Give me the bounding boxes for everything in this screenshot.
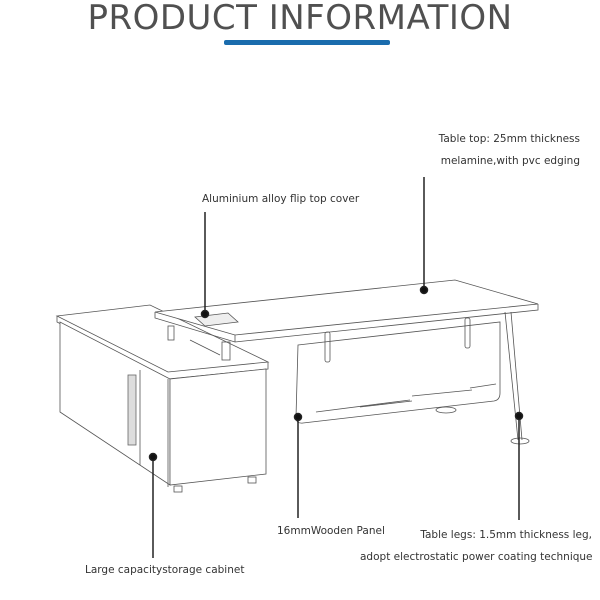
- callout-table-legs-line2: adopt electrostatic power coating techni…: [360, 551, 593, 563]
- title-underline: [224, 40, 390, 45]
- callout-wooden-panel: 16mmWooden Panel: [277, 525, 385, 537]
- callout-cabinet: Large capacitystorage cabinet: [85, 564, 245, 576]
- page-title: PRODUCT INFORMATION: [87, 0, 513, 38]
- callout-table-legs: Table legs: 1.5mm thickness leg, adopt e…: [360, 524, 593, 568]
- callout-table-legs-line1: Table legs: 1.5mm thickness leg,: [420, 529, 592, 541]
- callout-table-top-line1: Table top: 25mm thickness: [438, 133, 580, 145]
- callout-table-top: Table top: 25mm thickness melamine,with …: [410, 128, 580, 172]
- callout-flip-cover: Aluminium alloy flip top cover: [202, 193, 360, 205]
- callout-table-top-line2: melamine,with pvc edging: [440, 155, 580, 167]
